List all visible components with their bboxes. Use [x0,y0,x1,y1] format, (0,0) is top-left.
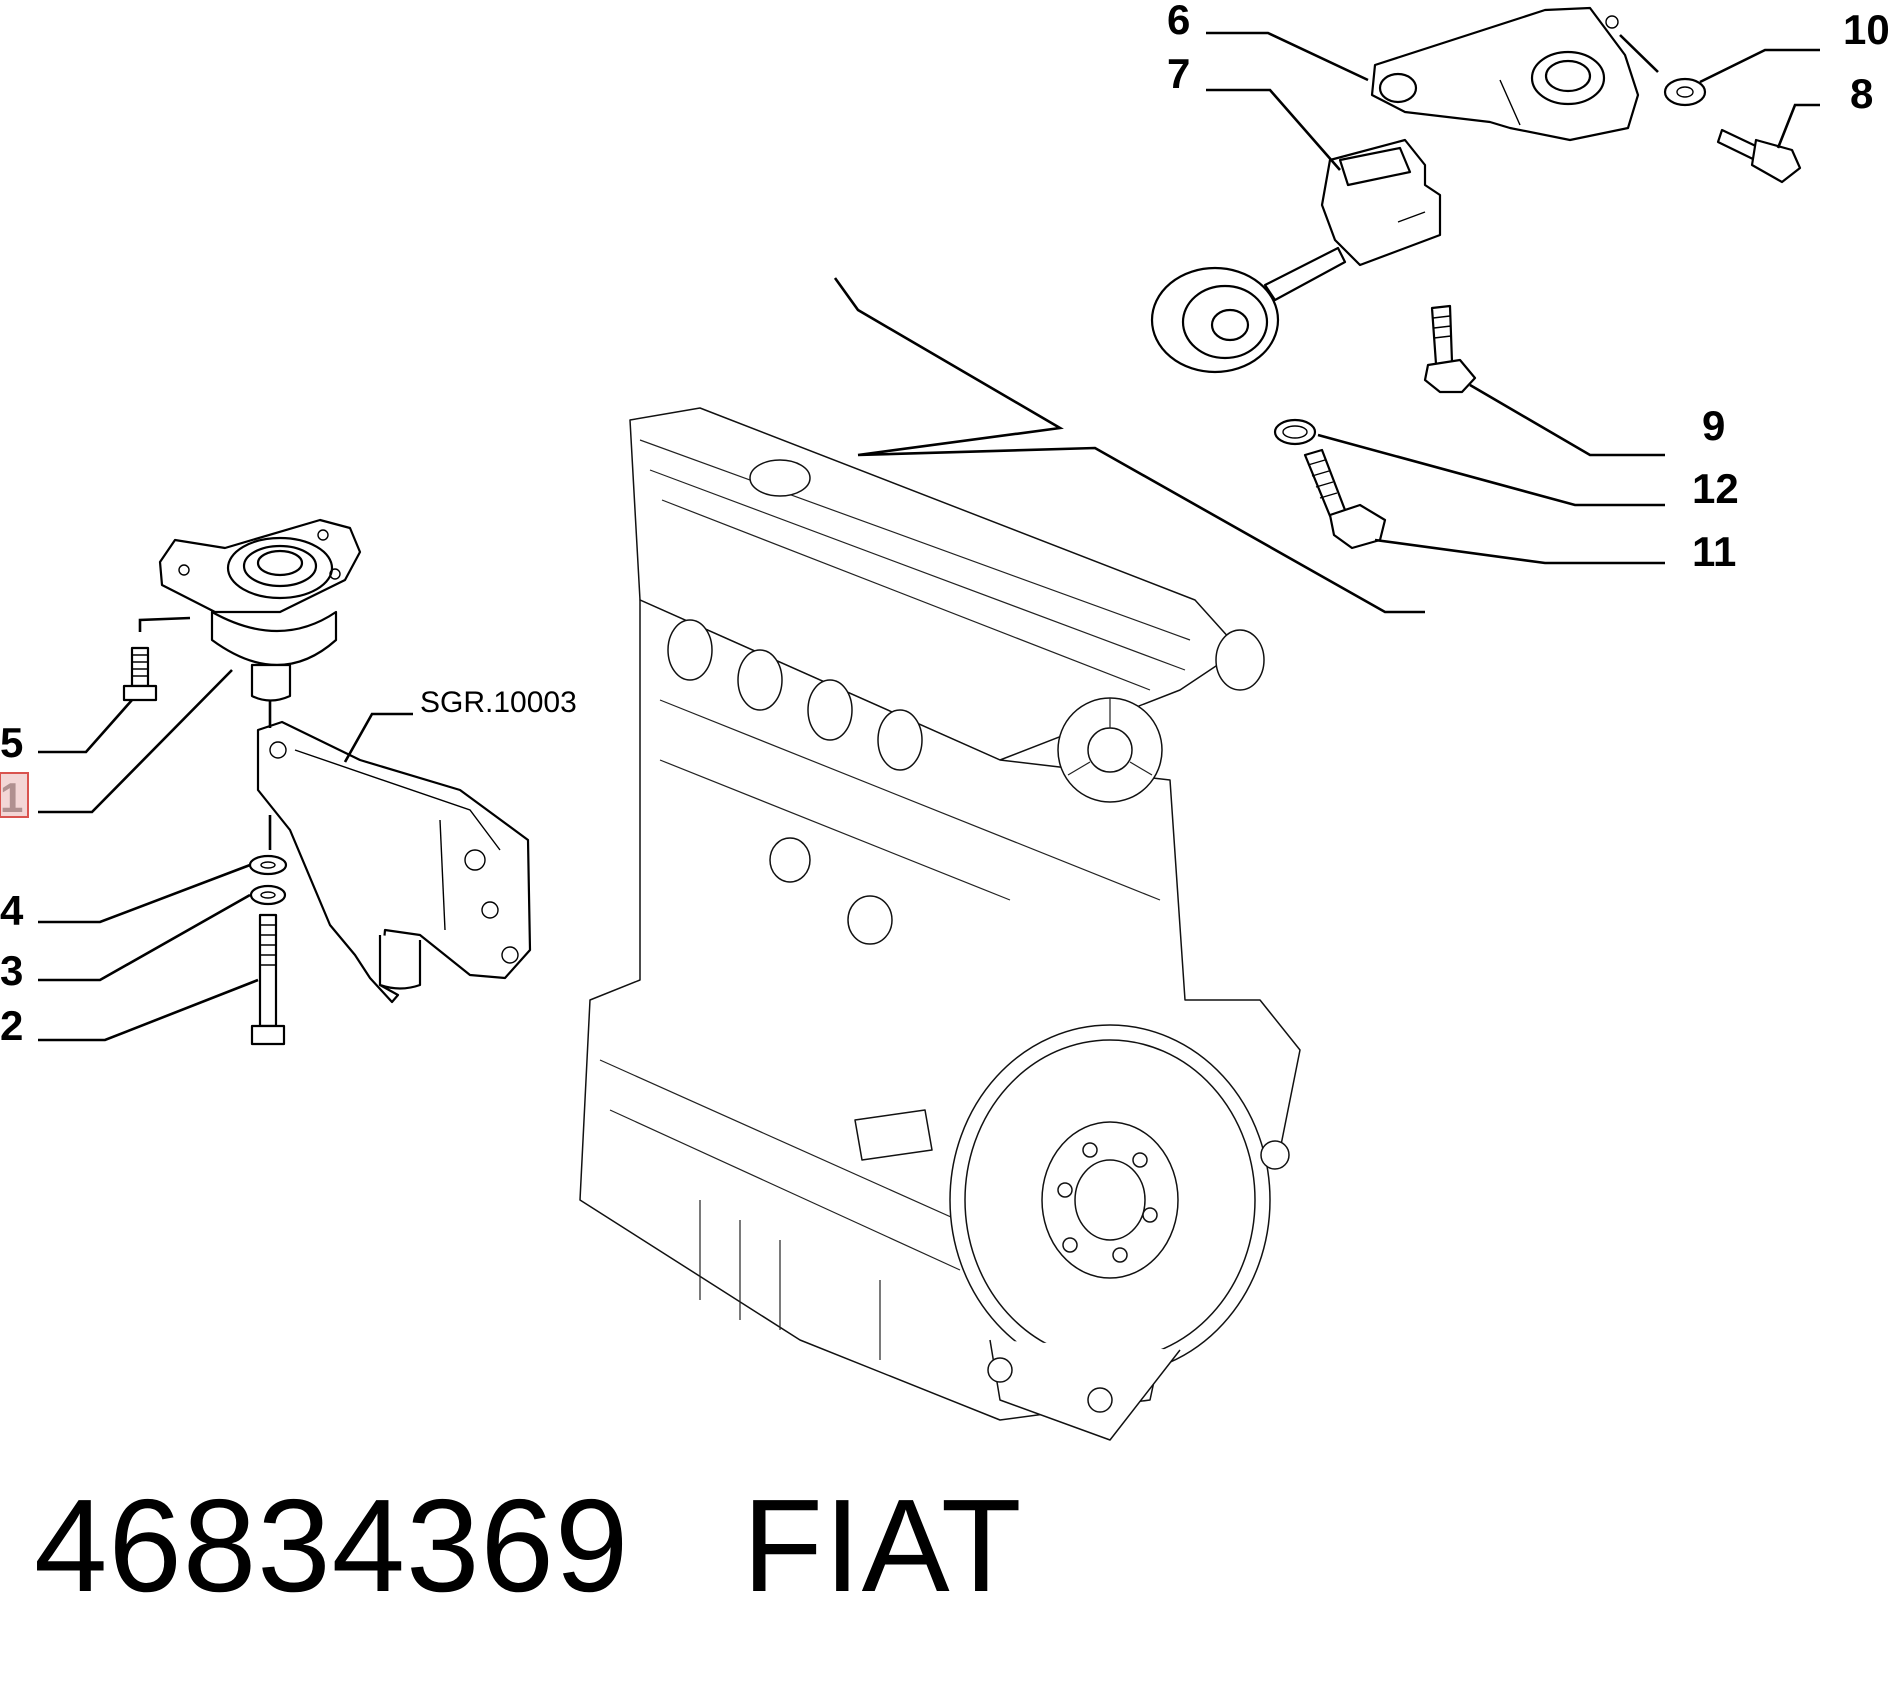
callout-1[interactable]: 1 [0,774,23,821]
callout-10: 10 [1843,6,1890,53]
callout-2: 2 [0,1002,23,1049]
part-6-mount-bracket [1370,6,1640,142]
part-4-washer [248,854,288,876]
callout-9: 9 [1702,402,1725,449]
engine-leader-line [833,277,1425,614]
engine-block-illustration [579,407,1301,1441]
reference-label: SGR.10003 [420,686,577,719]
bracket-sgr-10003 [256,720,532,1004]
part-number-footer: 46834369 FIAT [34,1480,1023,1612]
part-10-washer [1663,77,1707,107]
callout-12: 12 [1692,465,1739,512]
callout-7: 7 [1167,50,1190,97]
part-2-long-bolt [250,913,286,1046]
brand-name: FIAT [742,1472,1023,1619]
part-7-torque-rod [1150,138,1442,374]
callout-6: 6 [1167,0,1190,43]
part-11-bolt [1303,448,1387,550]
callout-1-highlight [0,772,29,818]
part-number: 46834369 [34,1472,630,1619]
part-5-bolt [122,616,191,702]
part-12-washer [1273,418,1317,446]
callout-11: 11 [1692,528,1736,575]
callout-8: 8 [1850,70,1873,117]
callout-3: 3 [0,947,23,994]
callout-4: 4 [0,887,24,934]
footer-spacer [629,1472,742,1619]
part-1-engine-mount [158,518,362,702]
leader-lines [38,31,1820,1042]
callout-5: 5 [0,719,23,766]
part-8-bolt [1716,128,1802,184]
part-9-bolt [1423,304,1477,394]
part-3-washer [249,884,287,906]
